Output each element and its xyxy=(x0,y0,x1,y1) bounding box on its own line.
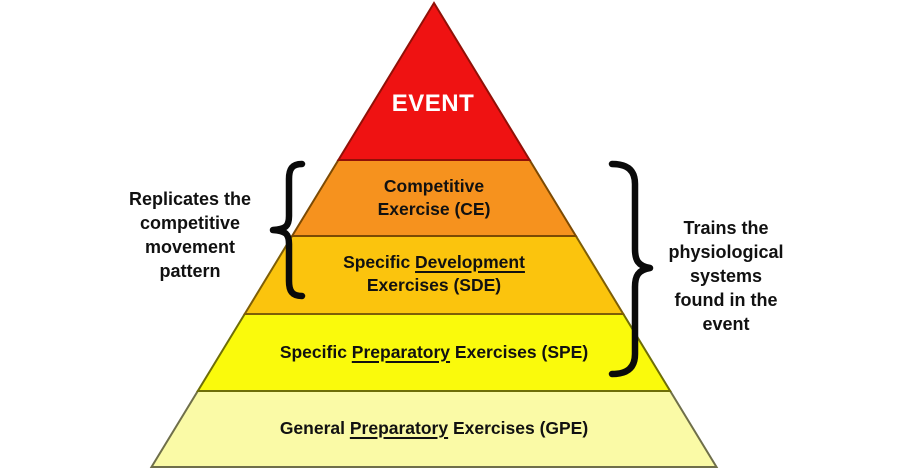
spe-suffix: Exercises (SPE) xyxy=(450,342,589,362)
ce-line1-text: Competitive xyxy=(383,176,485,196)
left-annotation-line: competitive xyxy=(139,213,241,233)
sde-label: Specific Development Exercises (SDE) xyxy=(343,251,525,297)
right-annotation-line: Trains the xyxy=(683,218,769,238)
event-label-text: EVENT xyxy=(391,90,475,117)
right-annotation-line: physiological xyxy=(668,242,784,262)
sde-line2-text: Exercises (SDE) xyxy=(366,275,502,295)
ce-label: Competitive Exercise (CE) xyxy=(378,175,491,221)
left-annotation: Replicates the competitive movement patt… xyxy=(129,187,251,283)
gpe-prefix: General xyxy=(279,418,350,438)
right-annotation-line: event xyxy=(702,314,750,334)
ce-label-line1: Competitive xyxy=(378,175,491,198)
left-brace xyxy=(269,160,306,300)
gpe-label: General Preparatory Exercises (GPE) xyxy=(280,417,588,439)
right-annotation: Trains the physiological systems found i… xyxy=(668,216,783,336)
sde-label-line1: Specific Development xyxy=(343,251,525,274)
ce-label-line2: Exercise (CE) xyxy=(378,198,491,221)
event-label: EVENT xyxy=(392,91,475,117)
right-annotation-line: found in the xyxy=(674,290,778,310)
right-brace xyxy=(608,160,654,378)
sde-line1-underlined: Development xyxy=(415,252,525,272)
left-annotation-line: pattern xyxy=(159,261,221,281)
gpe-suffix: Exercises (GPE) xyxy=(448,418,589,438)
spe-label: Specific Preparatory Exercises (SPE) xyxy=(280,341,588,363)
tier-event-shape xyxy=(336,1,532,161)
sde-label-line2: Exercises (SDE) xyxy=(343,274,525,297)
right-annotation-line: systems xyxy=(689,266,763,286)
left-annotation-line: Replicates the xyxy=(128,189,252,209)
gpe-underlined: Preparatory xyxy=(349,418,449,438)
spe-underlined: Preparatory xyxy=(351,342,451,362)
ce-line2-text: Exercise (CE) xyxy=(377,199,491,219)
spe-prefix: Specific xyxy=(279,342,352,362)
left-annotation-line: movement xyxy=(144,237,236,257)
sde-line1-prefix: Specific xyxy=(343,252,416,272)
